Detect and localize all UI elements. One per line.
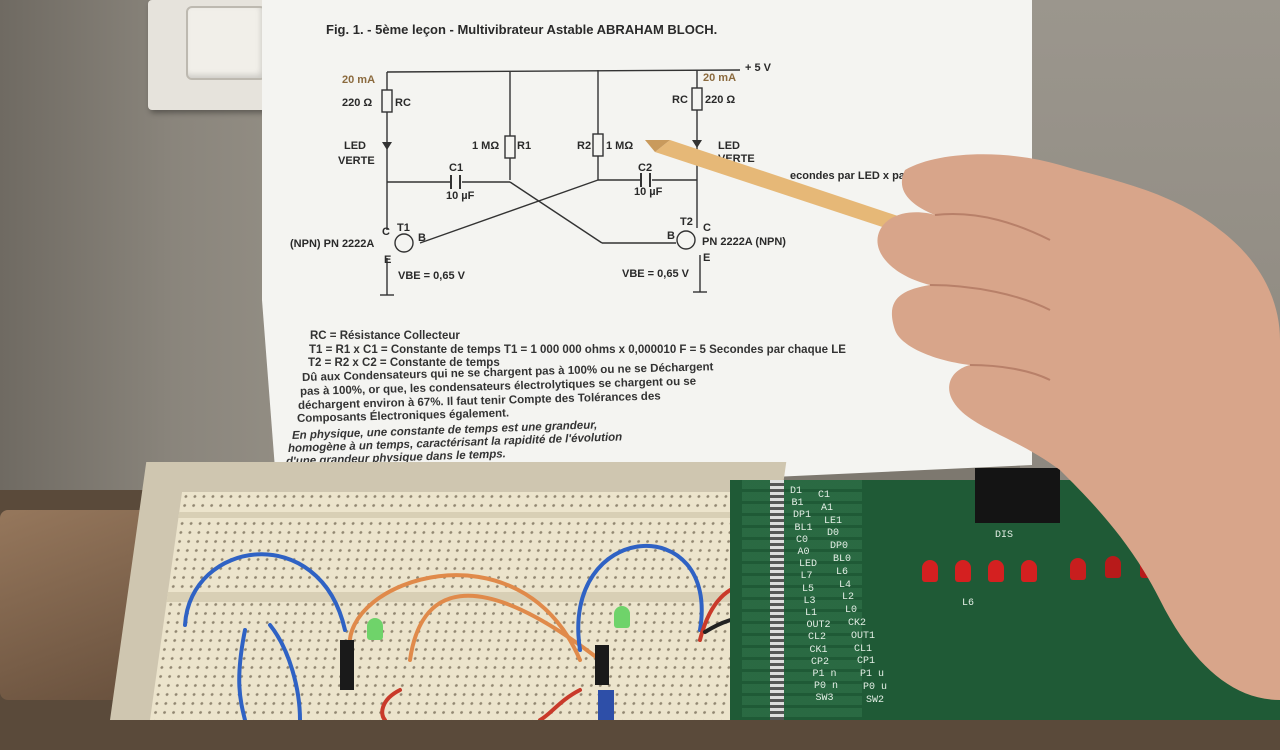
right-current-label: 20 mA — [703, 72, 737, 84]
pcb-label: CL2 — [808, 632, 827, 644]
pcb-label: C1 — [818, 490, 831, 501]
right-transistor-name: T2 — [680, 216, 693, 228]
pcb-label: BL0 — [833, 554, 852, 565]
left-transistor-type: (NPN) PN 2222A — [290, 238, 375, 250]
pcb-label: L3 — [803, 595, 816, 607]
pcb-label: OUT1 — [851, 630, 876, 642]
left-base-label: B — [418, 232, 426, 244]
pcb-label: LE1 — [824, 515, 843, 527]
green-led-right — [614, 606, 630, 628]
pin-header — [770, 480, 784, 720]
pcb-label: L1 — [805, 608, 818, 619]
r2-name: R2 — [577, 140, 592, 152]
pcb-label: A0 — [797, 547, 810, 558]
red-led-4 — [1021, 560, 1037, 582]
pcb-label: P1 n — [812, 669, 837, 680]
right-collector-label: C — [703, 222, 711, 234]
left-led-label: LED — [344, 140, 366, 152]
right-vbe-label: VBE = 0,65 V — [622, 268, 689, 280]
pcb-label: L7 — [800, 571, 813, 583]
pcb-label: P0 n — [814, 681, 839, 693]
c1-value: 10 µF — [446, 190, 475, 202]
pcb-label: L6 — [836, 566, 849, 578]
pcb-label: C0 — [796, 534, 809, 546]
red-led-2 — [955, 560, 971, 582]
left-emitter-label: E — [384, 254, 392, 266]
display-chip — [975, 468, 1060, 523]
side-note: econdes par LED x par — [790, 170, 910, 182]
figure-title: Fig. 1. - 5ème leçon - Multivibrateur As… — [326, 22, 718, 37]
pcb-label: DIS — [995, 530, 1014, 541]
pcb-label: CP1 — [857, 656, 876, 668]
right-resistor-value: 220 Ω — [705, 94, 736, 106]
pcb-label: L5 — [802, 583, 815, 595]
supply-voltage: + 5 V — [745, 62, 771, 74]
green-led-left — [367, 618, 383, 640]
pcb-label: B1 — [791, 498, 804, 510]
text-line-1: RC = Résistance Collecteur — [310, 330, 460, 342]
c2-value: 10 µF — [634, 186, 663, 198]
pcb-label: SW2 — [866, 694, 885, 706]
pcb-label: BL1 — [794, 522, 813, 534]
right-led-label: LED — [718, 140, 740, 152]
left-rc-label: RC — [395, 97, 411, 109]
right-base-label: B — [667, 230, 675, 242]
right-transistor-type: PN 2222A (NPN) — [702, 236, 786, 248]
pcb-label: P0 u — [863, 682, 888, 693]
red-led-6 — [1105, 556, 1121, 578]
pcb-label: L6 — [962, 598, 975, 609]
hand — [877, 154, 1280, 700]
pcb-label: DP0 — [830, 541, 849, 553]
red-led-3 — [988, 560, 1004, 582]
r2-value: 1 MΩ — [606, 140, 634, 152]
pcb-label: SW3 — [815, 693, 834, 705]
text-line-2: T1 = R1 x C1 = Constante de temps T1 = 1… — [309, 344, 846, 356]
pcb-label: CL1 — [854, 643, 873, 655]
pcb-label: D0 — [827, 528, 840, 540]
pcb-label: OUT2 — [806, 620, 831, 632]
r1-name: R1 — [517, 140, 532, 152]
pcb-label: L0 — [845, 605, 858, 617]
right-emitter-label: E — [703, 252, 711, 264]
pcb-label: CP2 — [811, 656, 830, 668]
pcb-label: L2 — [842, 592, 855, 604]
right-rc-label: RC — [672, 94, 688, 106]
pcb-label: P1 u — [860, 669, 885, 681]
left-vbe-label: VBE = 0,65 V — [398, 270, 465, 282]
text-line-3: T2 = R2 x C2 = Constante de temps — [308, 357, 500, 369]
pcb-label: DP1 — [793, 510, 812, 522]
left-current-label: 20 mA — [342, 74, 376, 86]
pcb-label: D1 — [790, 486, 803, 497]
left-resistor-value: 220 Ω — [342, 97, 373, 109]
r1-value: 1 MΩ — [472, 140, 500, 152]
left-led-color: VERTE — [338, 155, 375, 167]
left-collector-label: C — [382, 226, 390, 238]
pcb-label: L4 — [839, 579, 852, 591]
red-led-5 — [1070, 558, 1086, 580]
breadboard-wiring — [183, 543, 778, 720]
pcb-label: CK1 — [809, 644, 828, 656]
pcb-traces — [742, 480, 862, 720]
pcb-label: CK2 — [848, 618, 867, 629]
left-transistor-name: T1 — [397, 222, 410, 234]
circuit-schematic — [380, 69, 741, 296]
red-led-1 — [922, 560, 938, 582]
c1-name: C1 — [449, 162, 464, 174]
pcb-label: LED — [799, 559, 818, 571]
c2-name: C2 — [638, 162, 653, 174]
pcb-label: A1 — [821, 502, 834, 514]
